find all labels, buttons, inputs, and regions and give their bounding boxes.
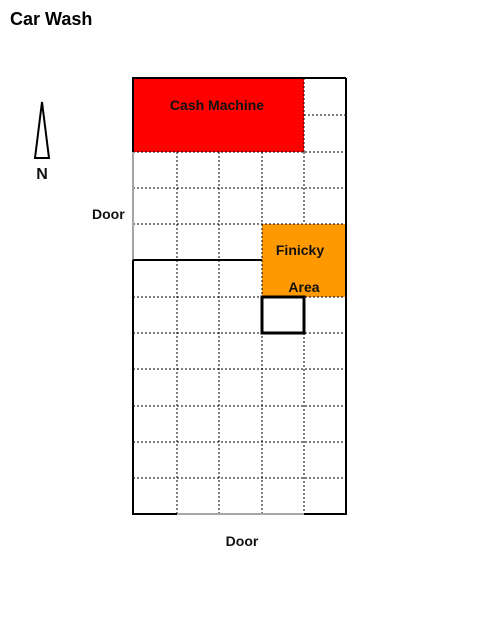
marked-cell-inner [263, 298, 303, 332]
north-arrow-icon [33, 101, 51, 159]
finicky-area-label-line2: Area [288, 279, 319, 295]
marked-cell [260, 295, 306, 335]
page-title: Car Wash [10, 9, 93, 29]
west-door-label: Door [92, 206, 125, 222]
north-label: N [36, 166, 48, 183]
cash-machine-label: Cash Machine [170, 97, 264, 113]
finicky-area [262, 224, 346, 297]
floor-grid [133, 78, 346, 514]
cash-machine-area [133, 78, 304, 152]
finicky-area-label-line1: Finicky [276, 242, 324, 258]
walls [132, 77, 347, 515]
south-door-label: Door [226, 533, 259, 549]
